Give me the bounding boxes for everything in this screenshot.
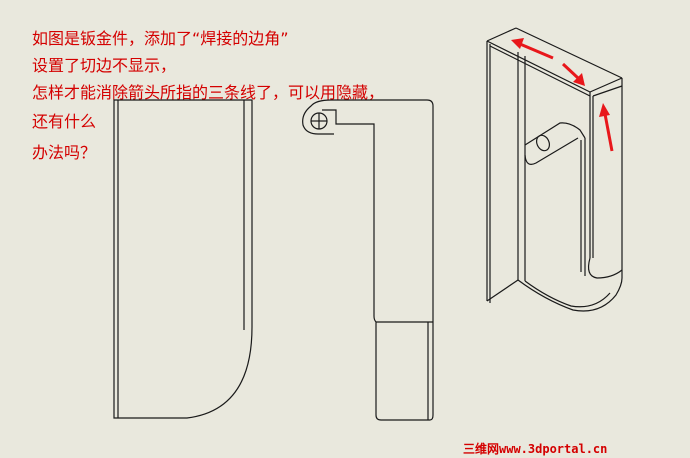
question-line-4: 还有什么 xyxy=(32,112,97,131)
watermark: 三维网www.3dportal.cn xyxy=(463,442,608,456)
question-line-3: 怎样才能消除箭头所指的三条线了，可以用隐藏， xyxy=(32,83,385,102)
question-line-5: 办法吗？ xyxy=(32,143,97,162)
arrow-icon-middle xyxy=(561,62,585,86)
arrow-icon-bottom xyxy=(599,103,614,152)
isometric-view xyxy=(486,27,623,312)
question-text: 如图是钣金件，添加了“焊接的边角” 设置了切边不显示， 怎样才能消除箭头所指的三… xyxy=(32,25,384,166)
side-view xyxy=(302,99,434,421)
question-line-1: 如图是钣金件，添加了“焊接的边角” xyxy=(32,29,289,48)
hole-icon xyxy=(310,112,328,130)
front-view xyxy=(113,99,253,419)
question-line-2: 设置了切边不显示， xyxy=(32,56,177,75)
arrow-icon-top xyxy=(511,38,554,60)
